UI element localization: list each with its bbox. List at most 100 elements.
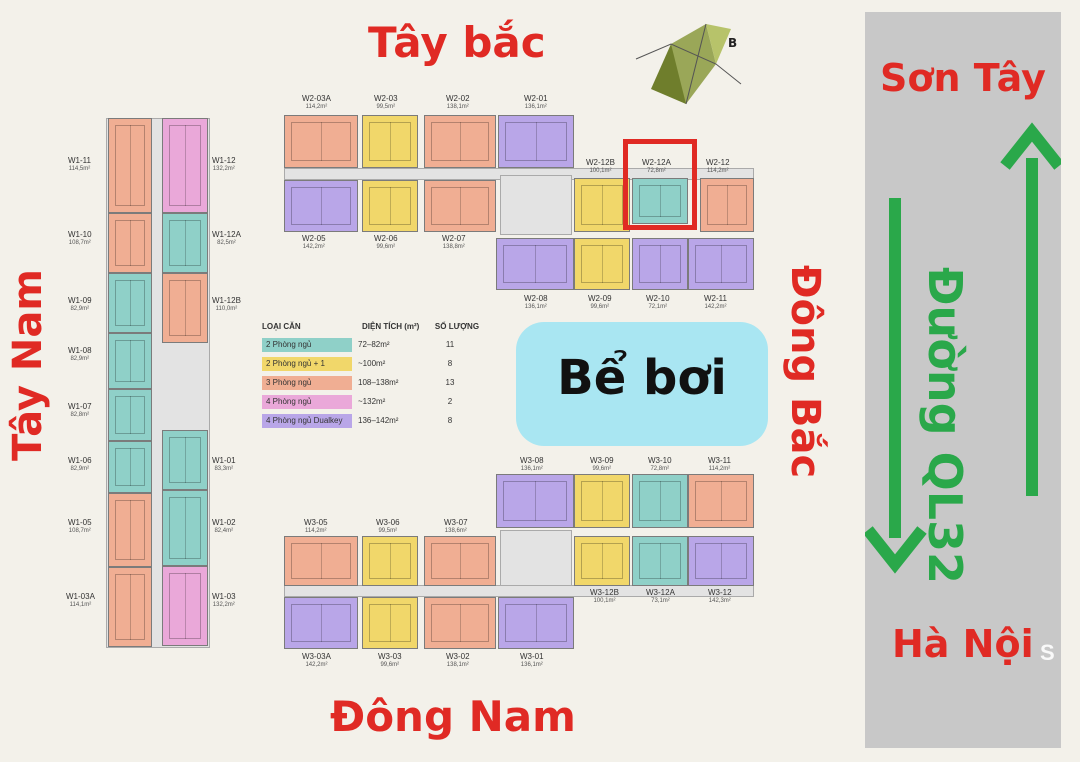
unit-w2-11[interactable] [688,238,754,290]
legend-area: 136–142m² [358,416,399,425]
unit-w2-05[interactable] [284,180,358,232]
building-w3-core [500,530,572,586]
unit-w3-12a[interactable] [632,536,688,586]
unit-w3-06[interactable] [362,536,418,586]
unit-w1-12[interactable] [162,118,208,213]
unit-w1-03a[interactable] [108,567,152,647]
unit-w3-10[interactable] [632,474,688,528]
unit-w1-05[interactable] [108,493,152,567]
legend-type: 2 Phòng ngủ + 1 [262,356,352,371]
unit-w3-05[interactable] [284,536,358,586]
legend-row: 4 Phòng ngủ Dualkey 136–142m² 8 [262,412,480,429]
unit-w1-02[interactable] [162,490,208,566]
legend-type: 4 Phòng ngủ Dualkey [262,413,352,428]
traffic-arrows [865,122,1061,574]
unit-w2-12[interactable] [700,178,754,232]
unit-type-legend: LOẠI CĂN DIỆN TÍCH (m²) SỐ LƯỢNG 2 Phòng… [262,322,480,431]
legend-header-type: LOẠI CĂN [262,322,301,331]
unit-w2-02[interactable] [424,115,496,168]
legend-count: 8 [447,359,453,368]
unit-w2-06[interactable] [362,180,418,232]
unit-w2-12a[interactable] [632,178,688,224]
unit-w1-10[interactable] [108,213,152,273]
unit-w1-07[interactable] [108,389,152,441]
unit-w3-07[interactable] [424,536,496,586]
building-w2-core [500,175,572,235]
legend-row: 3 Phòng ngủ 108–138m² 13 [262,374,480,391]
unit-w2-03[interactable] [362,115,418,168]
direction-southwest: Tây Nam [5,269,51,461]
city-son-tay: Sơn Tây [880,56,1046,100]
unit-w2-08[interactable] [496,238,574,290]
legend-count: 13 [445,378,455,387]
unit-w3-08[interactable] [496,474,574,528]
unit-w1-12a[interactable] [162,213,208,273]
legend-area: ~100m² [358,359,386,368]
unit-w1-08[interactable] [108,333,152,389]
unit-w2-07[interactable] [424,180,496,232]
legend-area: ~132m² [358,397,386,406]
unit-w3-09[interactable] [574,474,630,528]
unit-w1-01[interactable] [162,430,208,490]
direction-northwest: Tây bắc [368,18,546,67]
legend-header-area: DIỆN TÍCH (m²) [362,322,420,331]
legend-area: 108–138m² [358,378,399,387]
legend-header: LOẠI CĂN DIỆN TÍCH (m²) SỐ LƯỢNG [262,322,480,331]
unit-w1-12b[interactable] [162,273,208,343]
building-w3-corridor [284,585,754,597]
compass-logo: B [635,23,742,105]
legend-row: 2 Phòng ngủ + 1 ~100m² 8 [262,355,480,372]
unit-w3-02[interactable] [424,597,496,649]
unit-w2-01[interactable] [498,115,574,168]
unit-w2-09[interactable] [574,238,630,290]
legend-type: 2 Phòng ngủ [262,337,352,352]
unit-w3-03a[interactable] [284,597,358,649]
unit-w2-10[interactable] [632,238,688,290]
unit-w1-11[interactable] [108,118,152,213]
unit-w3-01[interactable] [498,597,574,649]
unit-w3-12b[interactable] [574,536,630,586]
unit-w3-11[interactable] [688,474,754,528]
legend-count: 8 [447,416,453,425]
unit-w3-12[interactable] [688,536,754,586]
unit-w1-06[interactable] [108,441,152,493]
unit-w1-03[interactable] [162,566,208,646]
unit-w2-12b[interactable] [574,178,630,232]
legend-area: 72–82m² [358,340,390,349]
unit-w3-03[interactable] [362,597,418,649]
selected-unit-highlight [623,139,697,230]
legend-row: 2 Phòng ngủ 72–82m² 11 [262,336,480,353]
unit-w1-09[interactable] [108,273,152,333]
watermark: S [1040,640,1055,665]
direction-northeast: Đông Bắc [782,265,828,479]
unit-w2-03a[interactable] [284,115,358,168]
